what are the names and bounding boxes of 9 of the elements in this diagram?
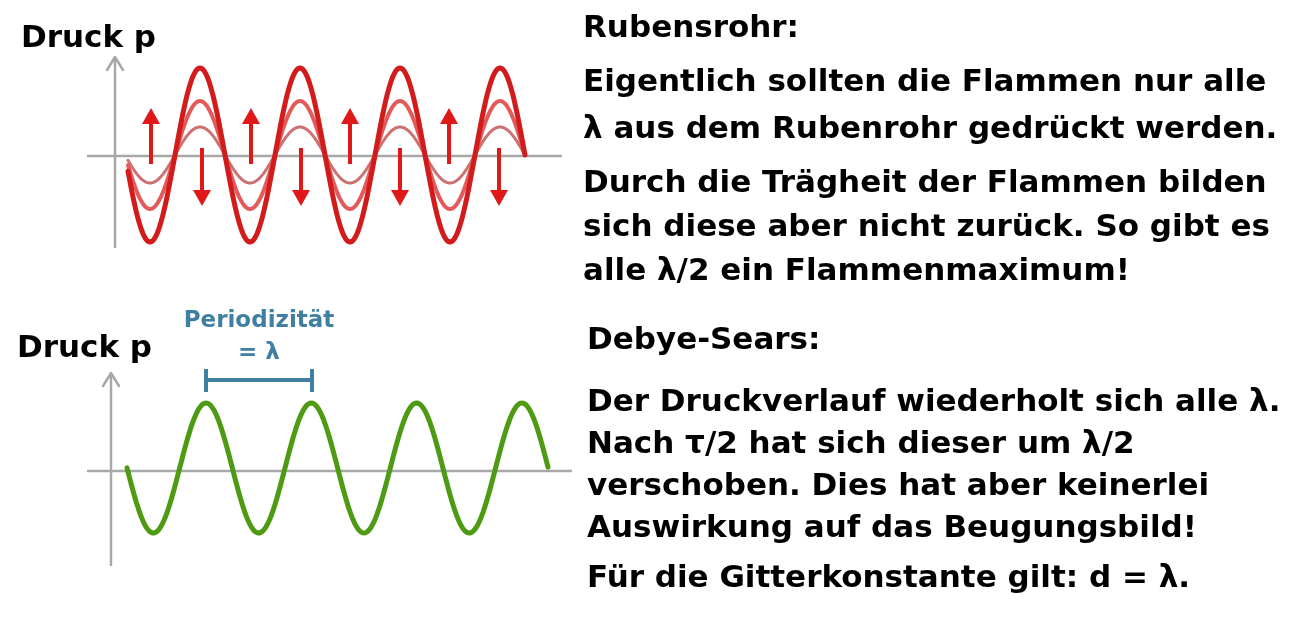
heading: Debye-Sears: bbox=[587, 320, 821, 356]
axis-label: Druck p bbox=[17, 328, 153, 364]
paragraph: Für die Gitterkonstante gilt: d = λ. bbox=[587, 558, 1191, 594]
paragraph: Eigentlich sollten die Flammen nur alle λ aus dem Rubenrohr gedrückt werden. bbox=[583, 61, 1279, 147]
paragraph: Durch die Trägheit der Flammen bilden sich diese aber nicht zurück. So gibt es alle λ/2 ein Flammenmaximum! bbox=[583, 162, 1271, 289]
axis-label: Druck p bbox=[21, 18, 157, 54]
paragraph: Der Druckverlauf wiederholt sich alle λ. Nach τ/2 hat sich dieser um λ/2 verschoben. Dies hat aber keinerlei Auswirkung auf das Beugungsbild! bbox=[587, 381, 1282, 546]
dimension-label: Periodizität = λ bbox=[182, 305, 336, 366]
heading: Rubensrohr: bbox=[583, 8, 800, 44]
